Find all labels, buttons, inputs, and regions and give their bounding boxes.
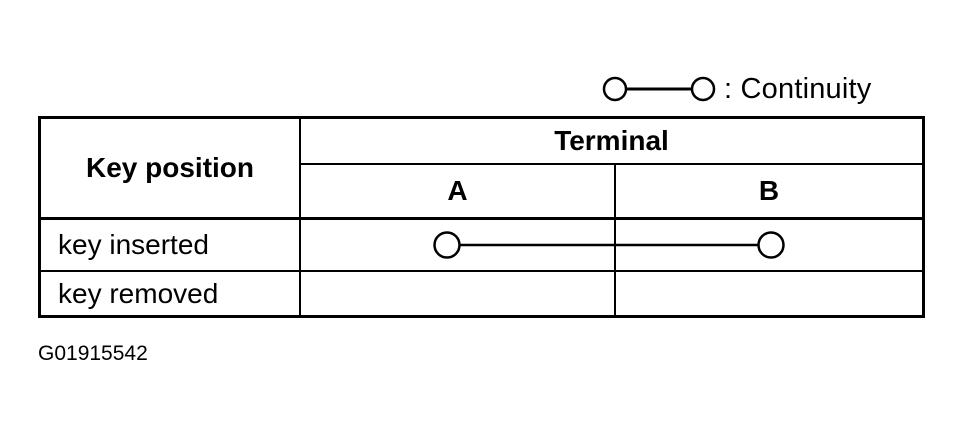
column-divider-ab <box>614 164 616 318</box>
row-divider <box>38 270 925 272</box>
continuity-legend: : Continuity <box>602 72 871 106</box>
continuity-symbol-icon <box>602 76 716 102</box>
header-terminal: Terminal <box>554 125 669 156</box>
header-terminal-b: B <box>758 175 780 206</box>
table-border-bottom <box>38 315 925 318</box>
figure-code: G01915542 <box>38 342 148 365</box>
header-bottom-divider <box>38 217 925 220</box>
header-subdivider <box>299 163 925 165</box>
table-border-top <box>38 116 925 119</box>
continuity-connection-icon <box>433 231 785 259</box>
legend-label: : Continuity <box>724 72 872 105</box>
header-key-position: Key position <box>85 152 254 183</box>
header-terminal-a: A <box>447 175 468 206</box>
row-label-key-inserted: key inserted <box>58 229 209 260</box>
row-label-key-removed: key removed <box>58 277 219 309</box>
continuity-table: Key position Terminal A B key inserted k… <box>38 116 925 318</box>
